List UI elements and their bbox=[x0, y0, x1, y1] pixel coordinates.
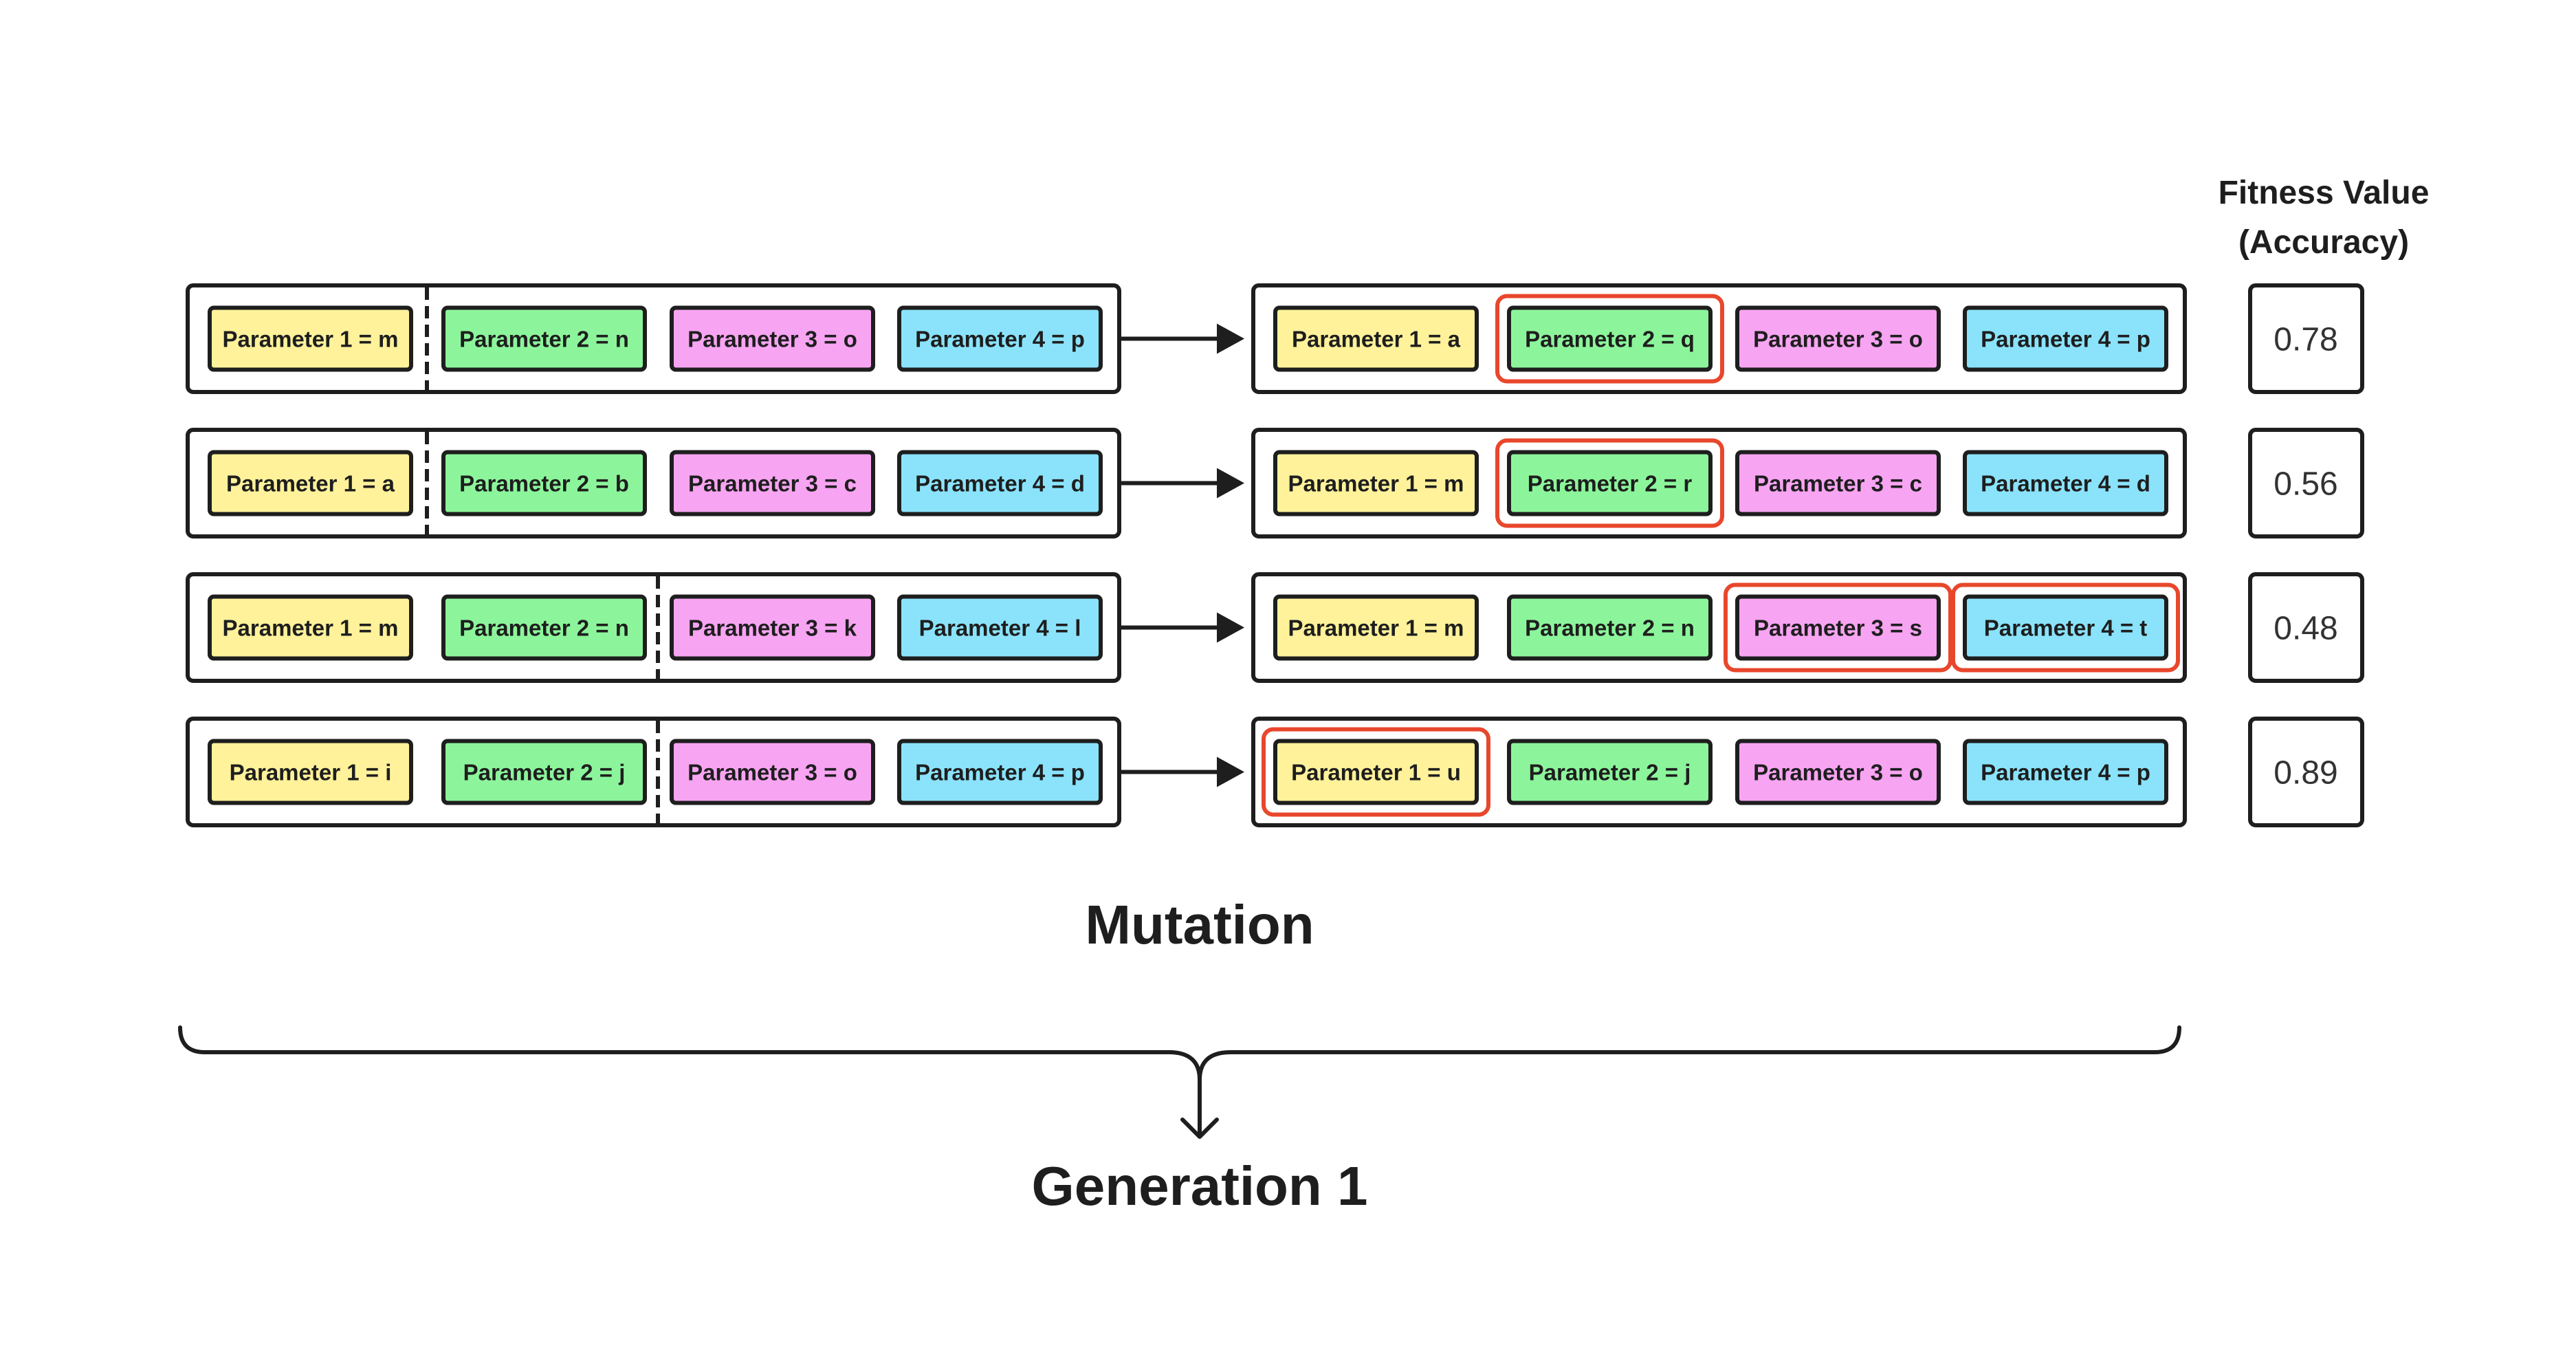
before-gene-3 bbox=[670, 450, 875, 516]
population-row: Parameter 1 = m Parameter 2 = n Parameter … bbox=[186, 283, 2364, 394]
after-gene-1 bbox=[1273, 739, 1479, 805]
before-gene-label: Parameter 4 = l bbox=[919, 616, 1081, 641]
before-gene-label: Parameter 3 = o bbox=[687, 327, 857, 352]
after-gene-3 bbox=[1735, 450, 1941, 516]
population-row: Parameter 1 = a Parameter 2 = b Parameter … bbox=[186, 428, 2364, 538]
before-gene-2 bbox=[441, 305, 647, 372]
before-gene-4 bbox=[897, 305, 1103, 372]
after-gene-3 bbox=[1735, 594, 1941, 661]
after-gene-label: Parameter 3 = o bbox=[1753, 760, 1923, 785]
before-gene-2 bbox=[441, 739, 647, 805]
mutated-chromosome bbox=[1251, 717, 2187, 827]
after-gene-label: Parameter 3 = s bbox=[1754, 616, 1922, 641]
before-gene-label: Parameter 1 = i bbox=[230, 760, 392, 785]
fitness-value: 0.78 bbox=[2274, 322, 2337, 358]
mutation-highlight bbox=[1262, 727, 1490, 817]
before-gene-label: Parameter 2 = n bbox=[459, 616, 629, 641]
generation-brace bbox=[178, 1025, 2181, 1135]
after-gene-label: Parameter 4 = p bbox=[1981, 760, 2150, 785]
after-gene-2 bbox=[1507, 594, 1713, 661]
mutated-chromosome bbox=[1251, 283, 2187, 394]
after-gene-label: Parameter 3 = c bbox=[1754, 471, 1922, 497]
before-gene-3 bbox=[670, 305, 875, 372]
after-gene-2 bbox=[1507, 739, 1713, 805]
after-gene-label: Parameter 2 = n bbox=[1525, 616, 1695, 641]
mutation-arrow-head bbox=[1217, 468, 1244, 499]
mutation-arrow-head bbox=[1217, 756, 1244, 787]
fitness-box bbox=[2248, 572, 2364, 683]
before-gene-label: Parameter 2 = j bbox=[463, 760, 626, 785]
after-gene-3 bbox=[1735, 739, 1941, 805]
population-row: Parameter 1 = m Parameter 2 = n Parameter … bbox=[186, 572, 2364, 683]
mutation-arrow-head bbox=[1217, 323, 1244, 354]
fitness-box bbox=[2248, 283, 2364, 394]
before-gene-label: Parameter 4 = p bbox=[915, 760, 1085, 785]
before-gene-label: Parameter 4 = p bbox=[915, 327, 1085, 352]
after-gene-2 bbox=[1507, 305, 1713, 372]
mutation-label: Mutation bbox=[1085, 894, 1314, 955]
fitness-header-line1: Fitness Value bbox=[2219, 175, 2430, 211]
after-gene-label: Parameter 1 = u bbox=[1291, 760, 1461, 785]
before-gene-label: Parameter 3 = c bbox=[688, 471, 857, 497]
after-gene-1 bbox=[1273, 305, 1479, 372]
fitness-value: 0.48 bbox=[2274, 611, 2337, 647]
before-gene-label: Parameter 3 = k bbox=[688, 616, 857, 641]
after-gene-label: Parameter 1 = m bbox=[1288, 471, 1464, 497]
before-gene-label: Parameter 3 = o bbox=[687, 760, 857, 785]
fitness-value: 0.89 bbox=[2274, 755, 2337, 792]
before-gene-label: Parameter 1 = m bbox=[223, 616, 399, 641]
after-gene-label: Parameter 4 = d bbox=[1981, 471, 2150, 497]
after-gene-label: Parameter 3 = o bbox=[1753, 327, 1923, 352]
after-gene-1 bbox=[1273, 450, 1479, 516]
after-gene-1 bbox=[1273, 594, 1479, 661]
generation-label: Generation 1 bbox=[1031, 1155, 1367, 1217]
mutation-highlight bbox=[1951, 582, 2180, 673]
mutation-highlight bbox=[1495, 294, 1724, 384]
after-gene-label: Parameter 1 = m bbox=[1288, 616, 1464, 641]
before-gene-label: Parameter 2 = b bbox=[459, 471, 629, 497]
before-gene-1 bbox=[208, 450, 413, 516]
before-gene-label: Parameter 4 = d bbox=[915, 471, 1085, 497]
after-gene-label: Parameter 4 = t bbox=[1984, 616, 2148, 641]
mutation-arrow-head bbox=[1217, 612, 1244, 643]
after-gene-label: Parameter 2 = r bbox=[1528, 471, 1693, 497]
before-gene-4 bbox=[897, 450, 1103, 516]
after-gene-3 bbox=[1735, 305, 1941, 372]
before-gene-2 bbox=[441, 594, 647, 661]
population-row: Parameter 1 = i Parameter 2 = j Parameter … bbox=[186, 717, 2364, 827]
before-gene-3 bbox=[670, 739, 875, 805]
population-rows: Parameter 1 = m Parameter 2 = n Parameter … bbox=[186, 283, 2364, 827]
before-gene-label: Parameter 1 = m bbox=[223, 327, 399, 352]
before-gene-4 bbox=[897, 594, 1103, 661]
after-gene-label: Parameter 2 = j bbox=[1529, 760, 1691, 785]
after-gene-4 bbox=[1963, 305, 2168, 372]
generation-arrow-head bbox=[1180, 1118, 1219, 1139]
fitness-box bbox=[2248, 717, 2364, 827]
before-gene-label: Parameter 1 = a bbox=[226, 471, 395, 497]
before-gene-1 bbox=[208, 594, 413, 661]
fitness-value: 0.56 bbox=[2274, 466, 2337, 503]
after-gene-4 bbox=[1963, 450, 2168, 516]
after-gene-label: Parameter 1 = a bbox=[1292, 327, 1461, 352]
fitness-header-line2: (Accuracy) bbox=[2238, 224, 2409, 261]
before-gene-label: Parameter 2 = n bbox=[459, 327, 629, 352]
mutated-chromosome bbox=[1251, 428, 2187, 538]
after-gene-label: Parameter 2 = q bbox=[1525, 327, 1695, 352]
before-gene-3 bbox=[670, 594, 875, 661]
after-gene-4 bbox=[1963, 594, 2168, 661]
after-gene-4 bbox=[1963, 739, 2168, 805]
before-gene-1 bbox=[208, 739, 413, 805]
mutation-highlight bbox=[1724, 582, 1952, 673]
before-gene-4 bbox=[897, 739, 1103, 805]
before-gene-1 bbox=[208, 305, 413, 372]
mutation-highlight bbox=[1495, 438, 1724, 528]
after-gene-label: Parameter 4 = p bbox=[1981, 327, 2150, 352]
fitness-box bbox=[2248, 428, 2364, 538]
before-gene-2 bbox=[441, 450, 647, 516]
after-gene-2 bbox=[1507, 450, 1713, 516]
